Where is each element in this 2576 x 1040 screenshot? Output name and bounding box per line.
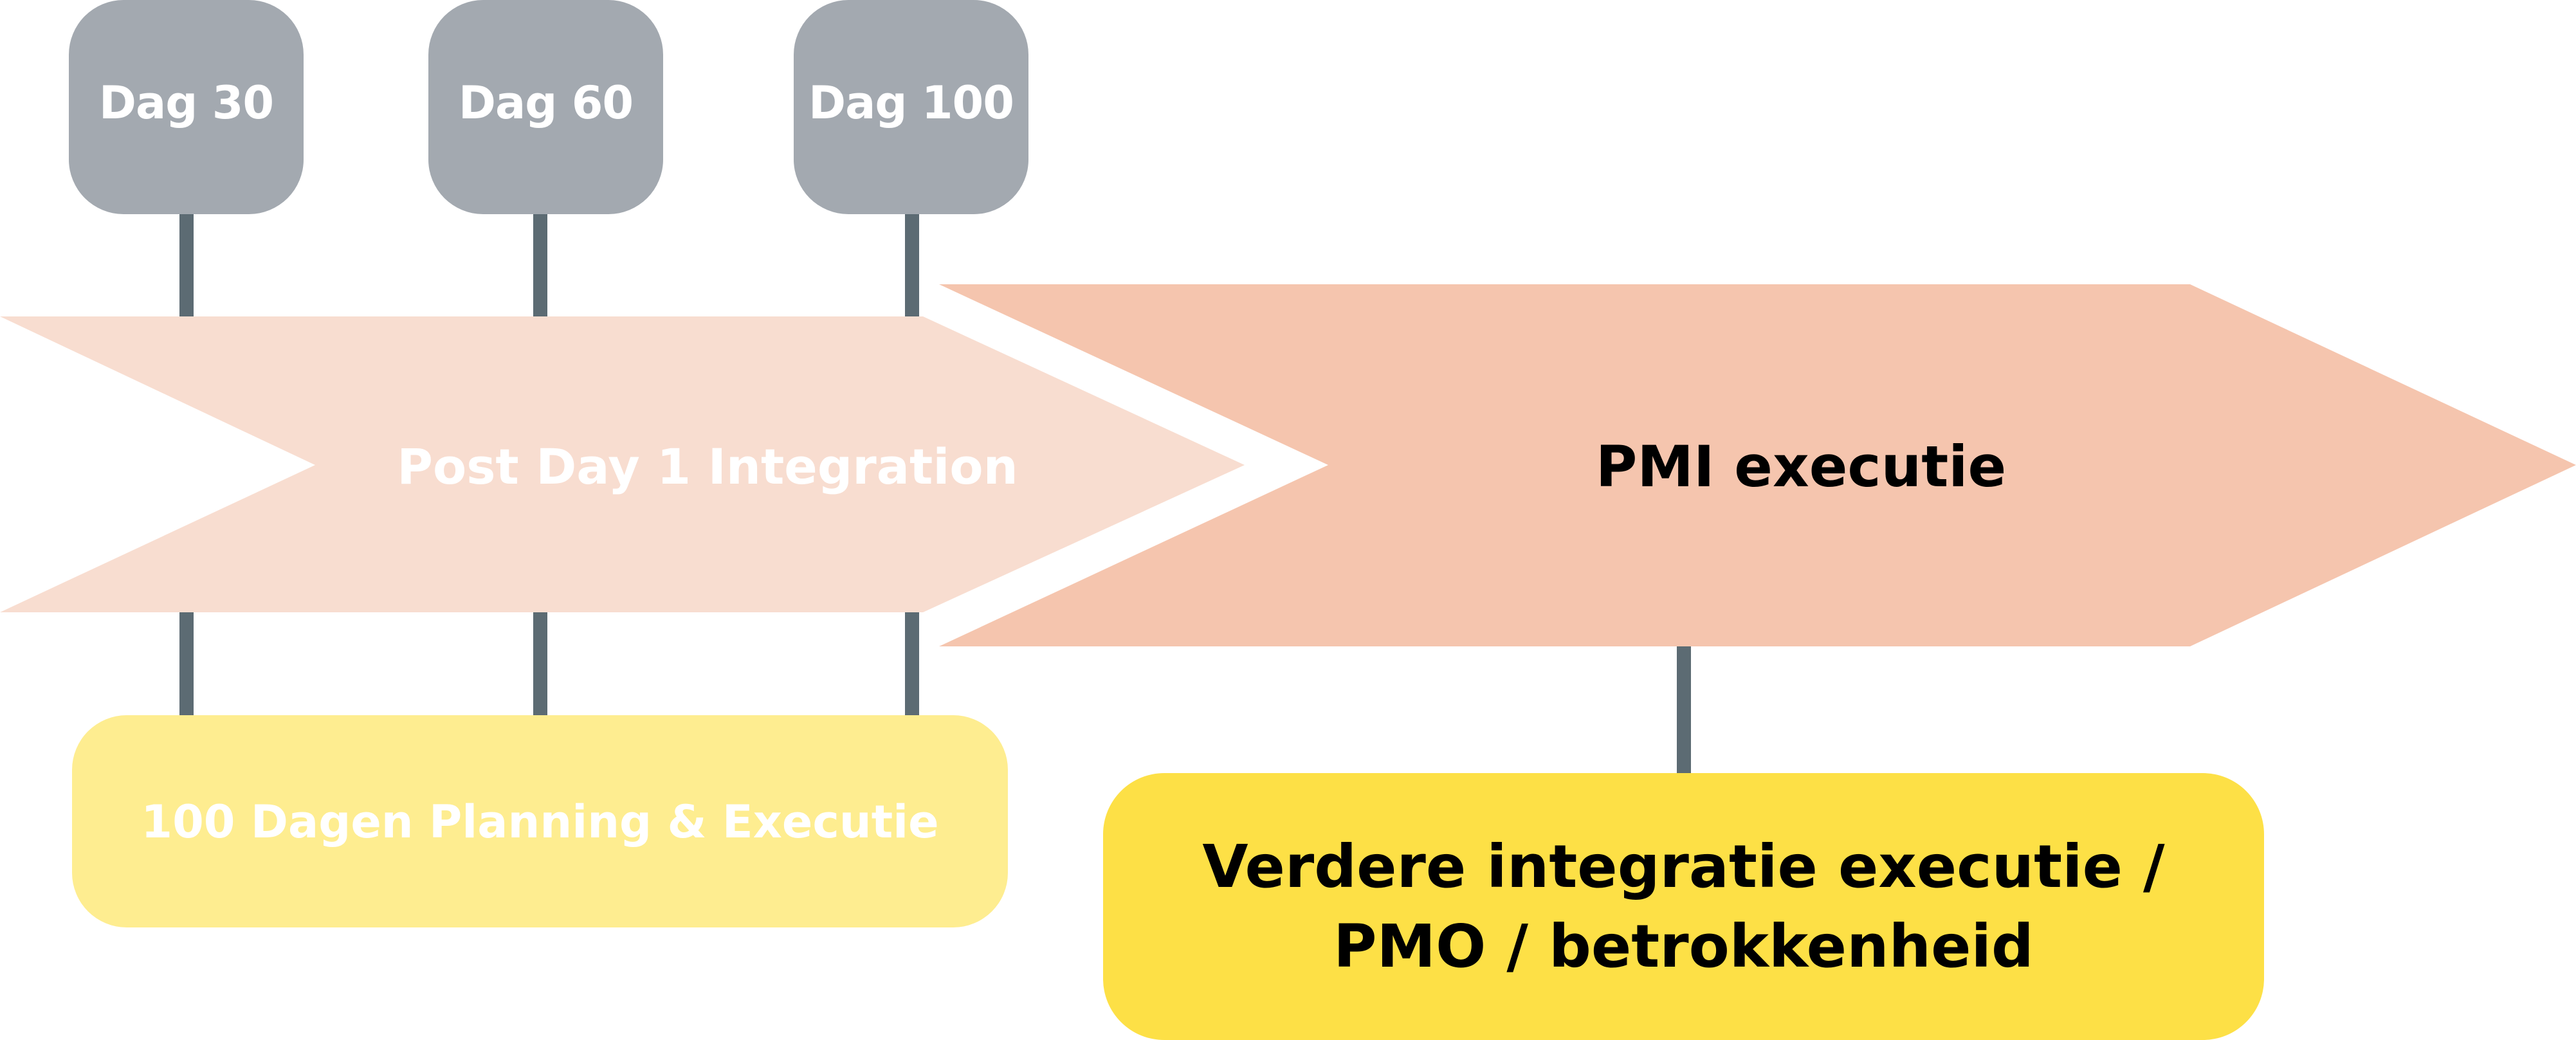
milestone-box-dag60 [428,0,663,214]
planning-box [72,715,1008,927]
connector-lines [179,212,1691,775]
milestone-label-dag100: Dag 100 [808,77,1014,129]
phase-label-pmi: PMI executie [1595,433,2007,500]
phase-label-post-day1: Post Day 1 Integration [397,437,1018,495]
further-integration-label-line1: Verdere integratie executie / [1202,832,2165,901]
milestone-box-dag30 [69,0,304,214]
milestone-label-dag60: Dag 60 [458,77,634,129]
phase-arrow-post-day1 [0,316,1245,612]
further-integration-label-line2: PMO / betrokkenheid [1333,912,2034,981]
further-integration-label: Verdere integratie executie / PMO / betr… [1103,775,2264,1039]
milestone-box-dag100 [794,0,1028,214]
phase-arrow-pmi [939,284,2576,646]
further-integration-box [1103,773,2264,1040]
milestone-label-dag30: Dag 30 [98,77,274,129]
planning-box-label: 100 Dagen Planning & Executie [141,795,939,848]
